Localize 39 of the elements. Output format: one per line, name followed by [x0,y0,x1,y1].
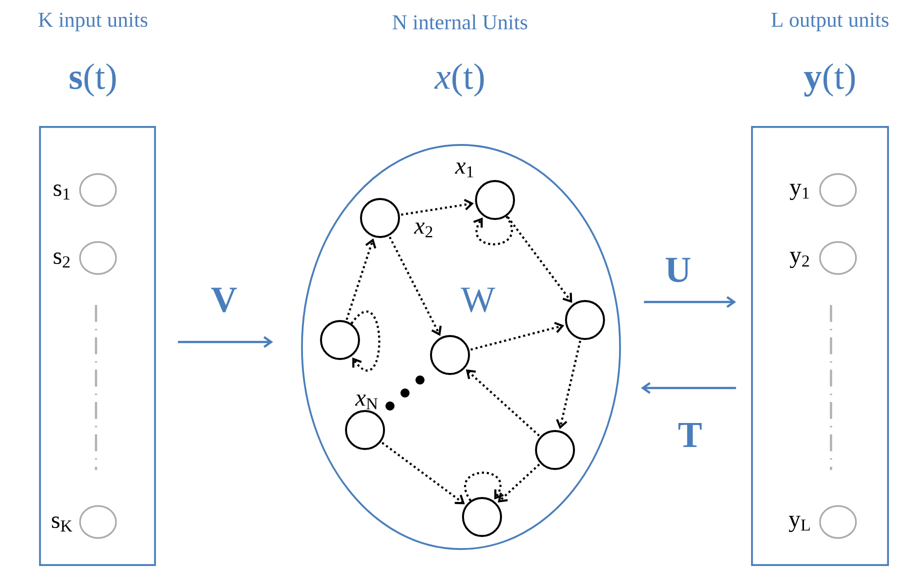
arrow [382,442,465,504]
state-symbol: s(t) [70,63,116,97]
edge-label: T [678,423,702,447]
arrow [507,216,572,303]
heading: N internal Units [392,14,528,30]
arrow [350,310,380,372]
unit-label: s$_{K}$ [52,516,72,532]
unit-circle [320,320,360,360]
arrow [400,198,474,216]
arrow [388,236,442,336]
unit-label: y$_{1}$ [790,184,809,200]
unit-label: x$_{1}$ [454,162,474,178]
arrow [346,238,376,320]
unit-circle [535,430,575,470]
unit-label: y$_{L}$ [788,516,810,532]
unit-label: s$_{2}$ [54,252,70,268]
arrow [178,336,274,348]
unit-label: y$_{2}$ [790,252,809,268]
heading: L output units [771,12,888,32]
unit-label: x$_{2}$ [414,222,432,238]
state-symbol: y(t) [804,63,855,97]
unit-circle [462,497,502,537]
unit-circle [565,300,605,340]
edge-label: V [211,288,237,312]
arrow [473,216,513,246]
arrow [498,464,540,503]
arrow [644,296,736,308]
edge-label: U [666,258,690,282]
unit-label: x$_{N}$ [355,394,378,410]
arrow [470,322,564,351]
unit-label: s$_{1}$ [54,184,70,200]
weight-label: W [460,288,496,312]
arrow [464,472,504,502]
arrow [466,369,540,436]
heading: K input units [38,12,148,32]
arrow [556,340,582,430]
arrow [640,382,736,394]
state-symbol: x(t) [434,63,484,97]
unit-circle [430,335,470,375]
